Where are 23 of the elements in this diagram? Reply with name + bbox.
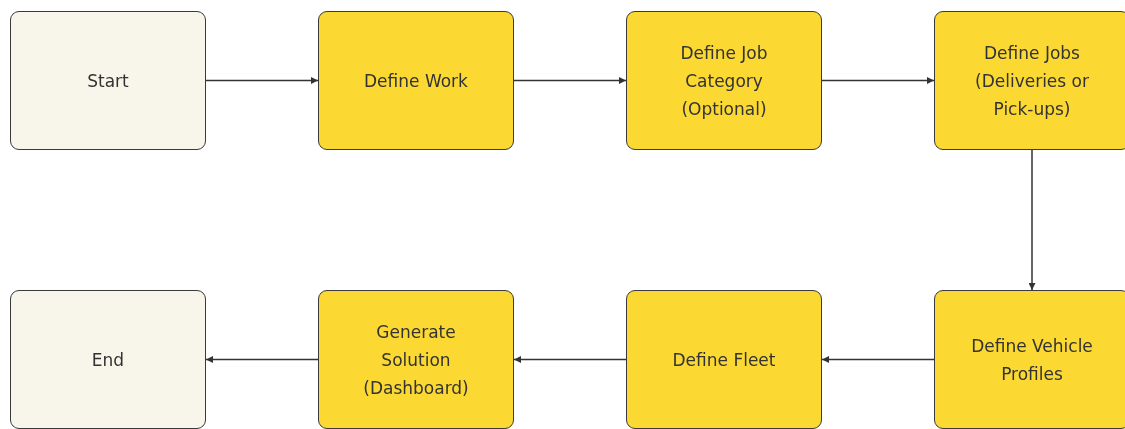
arrow <box>513 77 627 84</box>
process-box <box>934 290 1125 429</box>
node-label: Define Fleet <box>672 348 776 372</box>
node-label: Define Jobs (Deliveries or Pick-ups) <box>974 41 1090 121</box>
terminal-box <box>10 11 206 150</box>
arrow <box>821 356 935 363</box>
arrow <box>821 77 935 84</box>
process-box <box>318 290 514 429</box>
process-box <box>318 11 514 150</box>
process-box <box>934 11 1125 150</box>
arrow <box>1028 149 1036 291</box>
terminal-box <box>10 290 206 429</box>
arrow <box>205 356 319 363</box>
process-box <box>626 11 822 150</box>
node-label: Define Job Category (Optional) <box>679 41 769 121</box>
node-label: Define Work <box>364 69 468 93</box>
node-label: Define Vehicle Profiles <box>970 334 1094 386</box>
process-box <box>626 290 822 429</box>
node-label: Generate Solution (Dashboard) <box>362 320 470 400</box>
node-label: Start <box>87 69 129 93</box>
arrow <box>205 77 319 84</box>
arrow <box>513 356 627 363</box>
node-label: End <box>91 348 125 372</box>
